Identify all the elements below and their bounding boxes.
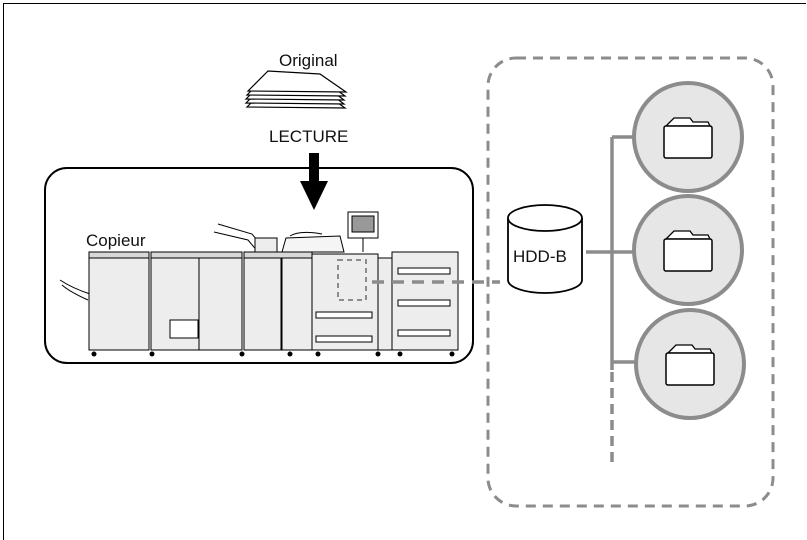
copier-box [44,167,474,364]
folder-icon [663,117,713,159]
diagram-frame [3,3,806,540]
copier-label: Copieur [86,231,146,250]
arrow-down-icon [300,153,328,210]
folder-icon [663,230,713,272]
folder-node-1 [632,81,744,193]
folder-node-2 [632,194,744,306]
hdd-label: HDD-B [513,247,567,266]
original-label: Original [279,51,338,70]
folder-icon [665,344,715,386]
folder-tree-lines [586,135,635,370]
folder-node-3 [634,308,746,420]
scan-label: LECTURE [269,127,348,146]
database-cylinder-icon [507,204,583,294]
storage-area-box [486,56,775,508]
copier-machine-icon [59,211,459,357]
internal-hdd-marker [337,259,367,301]
document-stack-icon [244,70,348,109]
